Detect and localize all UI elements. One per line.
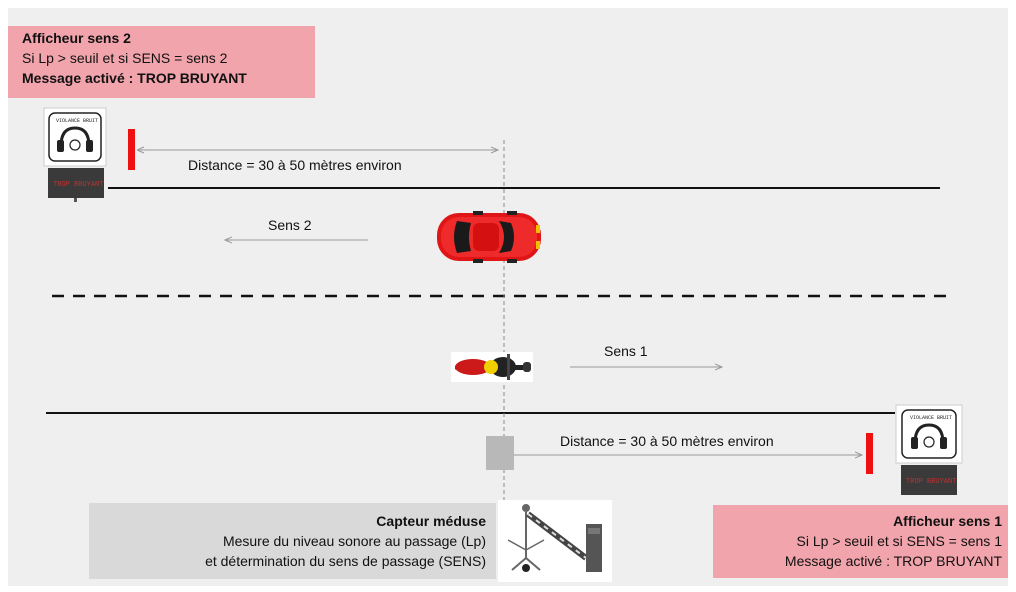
display-info-sens-1: Afficheur sens 1 Si Lp > seuil et si SEN… [713,505,1008,578]
sign-right-led: TROP BRUYANT [906,478,956,486]
direction-label-sens-2: Sens 2 [268,217,312,233]
display-info-sens-2: Afficheur sens 2 Si Lp > seuil et si SEN… [8,26,315,98]
marker-right [866,433,873,474]
sensor-info-line-1: Mesure du niveau sonore au passage (Lp) [222,533,486,549]
marker-left [128,129,135,170]
sign-left: VIOLANCE BRUIT TROP BRUYANT [43,107,107,202]
sign-right: VIOLANCE BRUIT TROP BRUYANT [895,404,963,495]
motorbike-icon [451,352,533,382]
car-icon [437,211,541,263]
sign-right-header: VIOLANCE BRUIT [910,415,952,421]
display-info-sens-1-message: Message activé : TROP BRUYANT [784,553,1002,569]
sensor-info-box: Capteur méduse Mesure du niveau sonore a… [89,503,496,579]
diagram-background [8,8,1008,586]
display-info-sens-2-title: Afficheur sens 2 [22,30,131,46]
display-info-sens-2-message: Message activé : TROP BRUYANT [22,70,247,86]
direction-label-sens-1: Sens 1 [604,343,648,359]
distance-label-top: Distance = 30 à 50 mètres environ [188,157,402,173]
sign-left-header: VIOLANCE BRUIT [56,118,98,124]
sensor-block [486,436,514,470]
sign-left-led: TROP BRUYANT [53,181,103,189]
meduse-sensor-icon [498,500,612,582]
sensor-info-line-2: et détermination du sens de passage (SEN… [205,553,486,569]
display-info-sens-1-condition: Si Lp > seuil et si SENS = sens 1 [796,533,1002,549]
sensor-info-title: Capteur méduse [376,513,486,529]
display-info-sens-2-condition: Si Lp > seuil et si SENS = sens 2 [22,50,228,66]
display-info-sens-1-title: Afficheur sens 1 [893,513,1002,529]
distance-label-bottom: Distance = 30 à 50 mètres environ [560,433,774,449]
